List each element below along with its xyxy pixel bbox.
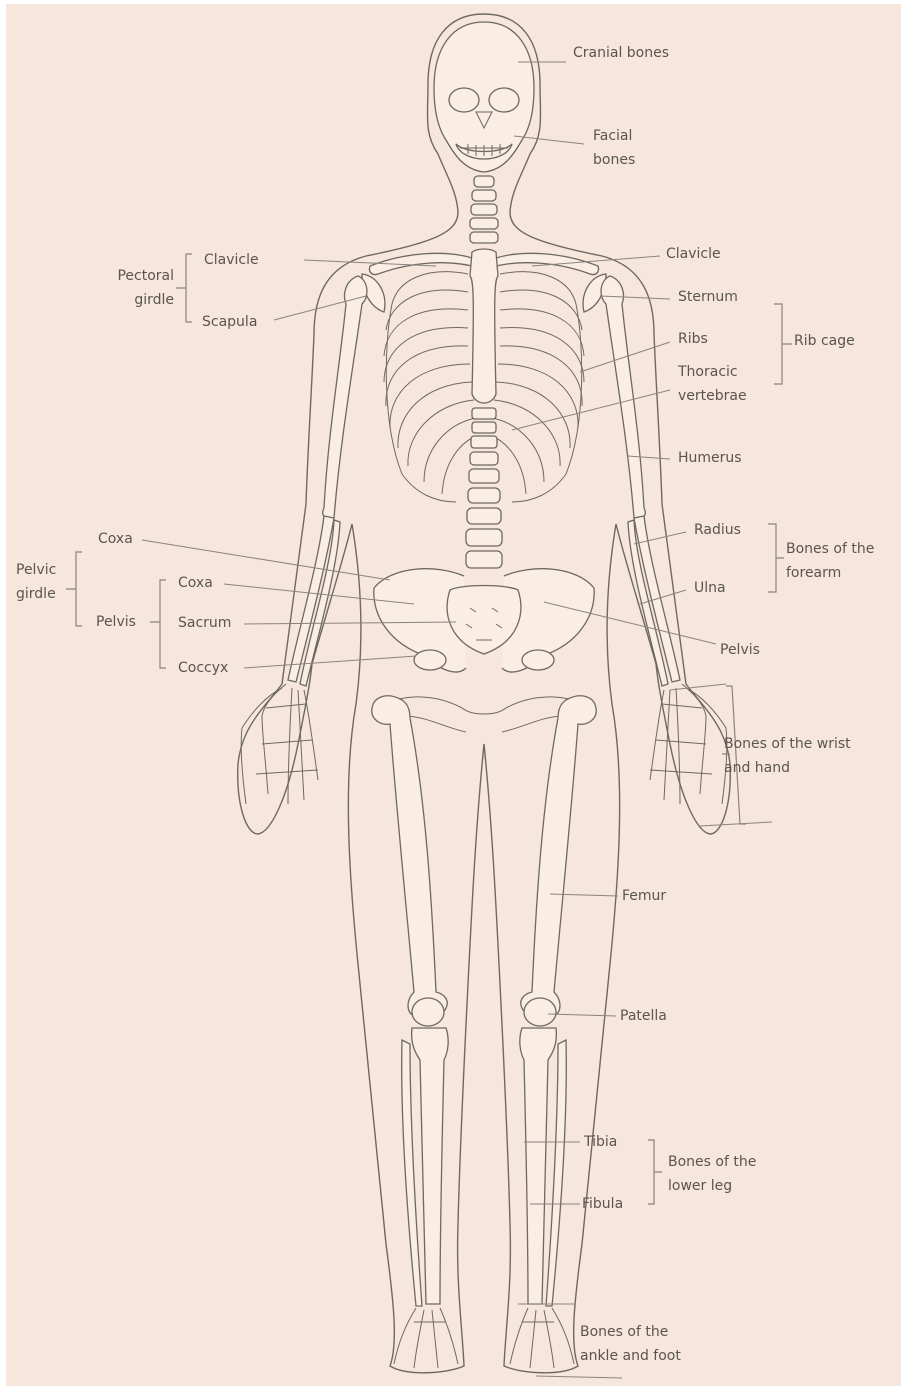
spine	[466, 408, 502, 568]
label-bones-of-forearm: Bones of the forearm	[786, 537, 898, 585]
label-humerus: Humerus	[678, 446, 742, 470]
feet	[394, 1308, 574, 1368]
label-scapula: Scapula	[202, 310, 257, 334]
label-pectoral-girdle: Pectoral girdle	[88, 264, 174, 312]
label-coxa-outer: Coxa	[98, 527, 133, 551]
label-radius: Radius	[694, 518, 741, 542]
label-femur: Femur	[622, 884, 666, 908]
left-femur	[372, 696, 447, 1018]
label-tibia: Tibia	[584, 1130, 617, 1154]
label-rib-cage: Rib cage	[794, 329, 855, 353]
label-coccyx: Coccyx	[178, 656, 228, 680]
label-cranial-bones: Cranial bones	[573, 41, 663, 65]
label-thoracic-vertebrae: Thoracic vertebrae	[678, 360, 774, 408]
right-femur	[521, 696, 596, 1018]
label-fibula: Fibula	[582, 1192, 623, 1216]
label-ulna: Ulna	[694, 576, 726, 600]
label-sternum: Sternum	[678, 285, 738, 309]
label-sacrum: Sacrum	[178, 611, 231, 635]
label-ribs: Ribs	[678, 327, 708, 351]
diagram-sheet: Cranial bones Facial bones Clavicle Clav…	[6, 4, 901, 1386]
label-coxa-inner: Coxa	[178, 571, 213, 595]
label-clavicle-left: Clavicle	[204, 248, 259, 272]
label-pelvis-left: Pelvis	[96, 610, 136, 634]
left-hand	[241, 684, 318, 804]
label-patella: Patella	[620, 1004, 667, 1028]
label-bones-of-ankle-foot: Bones of the ankle and foot	[580, 1320, 710, 1368]
label-bones-of-wrist-hand: Bones of the wrist and hand	[724, 732, 864, 780]
label-bones-of-lower-leg: Bones of the lower leg	[668, 1150, 788, 1198]
right-hand	[650, 684, 727, 804]
label-pelvic-girdle: Pelvic girdle	[16, 558, 68, 606]
label-facial-bones: Facial bones	[593, 124, 663, 172]
label-clavicle-right: Clavicle	[666, 242, 721, 266]
label-pelvis-right: Pelvis	[720, 638, 760, 662]
